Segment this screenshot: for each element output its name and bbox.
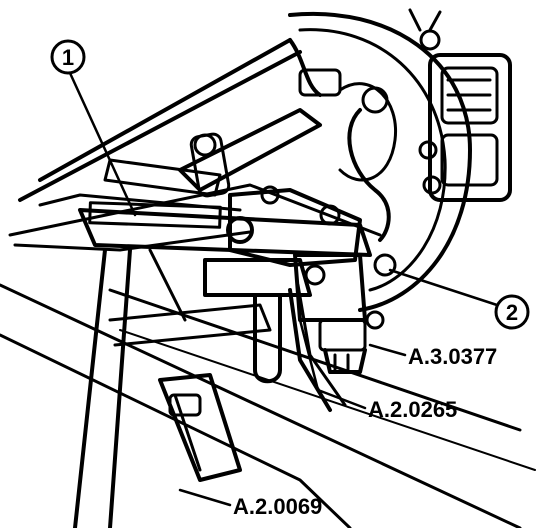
ref-label-a-3-0377: A.3.0377 [408,344,497,369]
upper-link-rod [103,38,342,198]
ref-label-a-2-0265: A.2.0265 [368,397,457,422]
ref-label-a-2-0069: A.2.0069 [233,494,322,519]
leader-lines [68,71,499,507]
tool-body [78,185,372,267]
stand-legs [73,248,272,528]
clamp-block [203,253,385,374]
brake-disc-assembly [288,8,512,312]
callout-item-2-label: 2 [506,300,518,325]
callout-item-1-label: 1 [62,45,74,70]
callout-item-1: 1 [50,39,86,75]
callout-item-2: 2 [494,294,530,330]
